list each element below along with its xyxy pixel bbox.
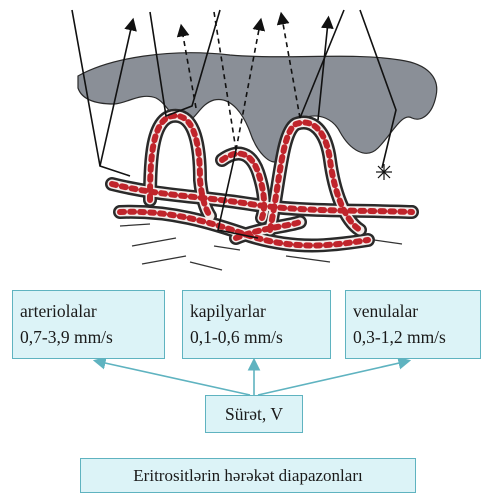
capillaries-box: kapilyarlar 0,1-0,6 mm/s bbox=[182, 290, 331, 359]
arterioles-title: arteriolalar bbox=[20, 298, 164, 324]
capillaries-title: kapilyarlar bbox=[190, 298, 330, 324]
arrow-to-arterioles bbox=[96, 361, 250, 395]
venules-range: 0,3-1,2 mm/s bbox=[353, 324, 480, 350]
capillaries-range: 0,1-0,6 mm/s bbox=[190, 324, 330, 350]
microcirculation-illustration bbox=[0, 0, 488, 285]
venules-box: venulalar 0,3-1,2 mm/s bbox=[345, 290, 481, 359]
arrow-to-venules bbox=[258, 361, 408, 395]
caption-box: Eritrositlərin hərəkət diapazonları bbox=[80, 458, 416, 493]
arterioles-box: arteriolalar 0,7-3,9 mm/s bbox=[12, 290, 165, 359]
venules-title: venulalar bbox=[353, 298, 480, 324]
scatter-star-icon bbox=[376, 164, 392, 180]
tissue-layer bbox=[78, 53, 437, 162]
speed-box: Sürət, V bbox=[205, 395, 303, 433]
arterioles-range: 0,7-3,9 mm/s bbox=[20, 324, 164, 350]
